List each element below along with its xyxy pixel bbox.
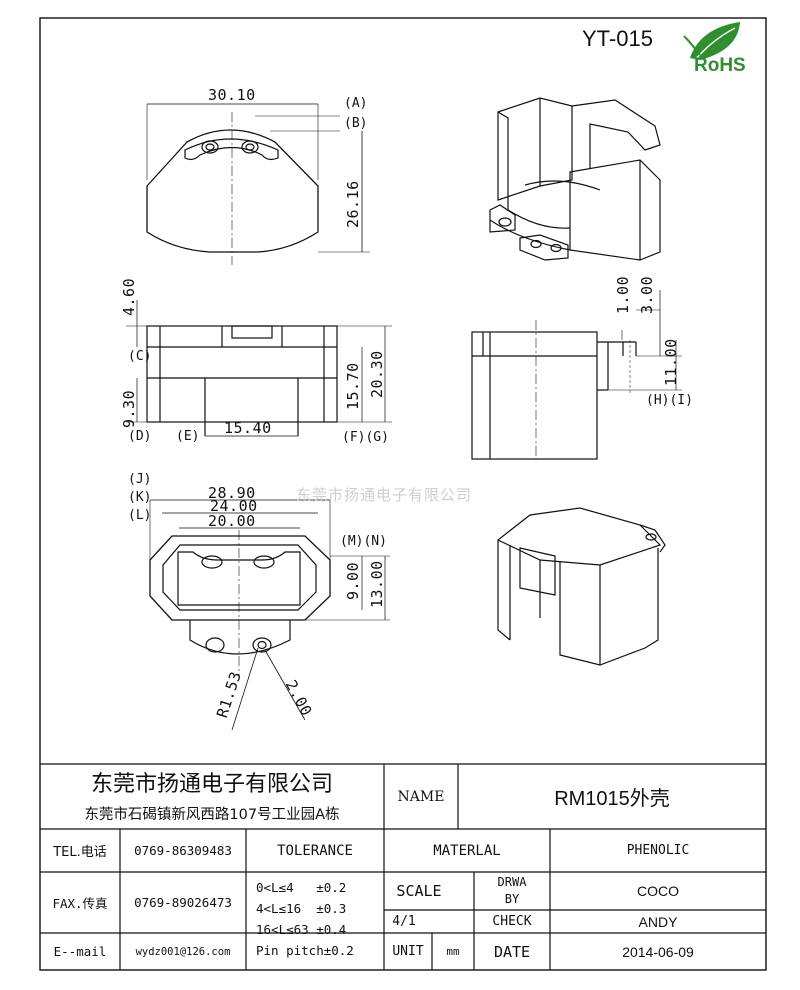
ref-tag-fg: (F)(G) [342,430,389,445]
tolerance-row-2: 4<L≤16 ±0.3 [256,901,347,916]
part-number: YT-015 [582,26,653,51]
email-label: E--mail [53,944,107,959]
dim-side-9-30: 9.30 [120,389,138,428]
isometric-view-lower [496,507,666,666]
ref-tag-k: (K) [128,490,152,505]
material-label: MATERLAL [433,842,501,859]
ref-tag-e: (E) [176,429,200,444]
dim-sec-3-00: 3.00 [638,275,656,314]
top-view [146,103,370,265]
dim-bot-9-00: 9.00 [344,561,362,600]
tolerance-row-3: 16<L≤63 ±0.4 [256,922,347,937]
company-name: 东莞市扬通电子有限公司 [90,772,333,797]
ref-tag-d: (D) [128,429,152,444]
tolerance-label: TOLERANCE [277,842,353,859]
email-value: wydz001@126.com [135,945,231,958]
check-value: ANDY [638,913,678,930]
drawn-value: COCO [637,883,679,899]
company-address: 东莞市石碣镇新风西路107号工业园A栋 [84,806,340,823]
dim-side-20-30: 20.30 [368,350,386,398]
fax-value: 0769-89026473 [134,895,232,910]
dim-top-width: 30.10 [208,86,256,104]
dim-sec-11-00: 11.00 [662,338,680,386]
fax-label: FAX.传真 [52,896,108,911]
dim-bot-28-90: 28.90 [208,484,256,502]
dim-side-4-60: 4.60 [120,277,138,316]
rohs-label: RoHS [694,55,746,76]
watermark: 东莞市扬通电子有限公司 [296,486,473,504]
tel-label: TEL.电话 [53,845,107,860]
ref-tag-mn: (M)(N) [340,534,387,549]
scale-label: SCALE [396,882,442,900]
drawn-label-1: DRWA [497,875,527,889]
name-label: NAME [397,788,445,805]
tolerance-row-4: Pin pitch±0.2 [256,943,354,958]
side-view [126,300,392,437]
ref-tag-c: (C) [128,349,152,364]
drawn-label-2: BY [504,892,520,906]
ref-tag-a: (A) [344,96,368,111]
sheet-border [39,17,767,971]
dim-sec-1-00: 1.00 [614,275,632,314]
check-label: CHECK [492,914,532,929]
tolerance-row-1: 0<L≤4 ±0.2 [256,880,347,895]
ref-tag-l: (L) [128,508,152,523]
tel-value: 0769-86309483 [134,843,232,858]
unit-value: mm [446,945,460,958]
dim-bot-20-00: 20.00 [208,512,256,530]
dim-bot-13-00: 13.00 [368,560,386,608]
rohs-leaf-logo [683,22,740,61]
isometric-view-upper [489,97,661,261]
unit-label: UNIT [392,944,424,959]
dim-top-height: 26.16 [344,180,362,228]
scale-value: 4/1 [392,914,416,929]
dim-side-15-70: 15.70 [344,362,362,410]
ref-tag-b: (B) [344,116,368,131]
title-block-grid [40,763,766,970]
section-view [471,290,682,460]
dim-side-15-40: 15.40 [224,419,272,437]
dim-bot-24-00: 24.00 [210,497,258,515]
material-value: PHENOLIC [626,843,690,858]
ref-tag-j: (J) [128,472,152,487]
date-value: 2014-06-09 [622,943,694,960]
date-label: DATE [493,942,531,961]
ref-tag-hi: (H)(I) [646,393,693,408]
name-value: RM1015外壳 [554,788,670,810]
bottom-view [149,499,390,731]
